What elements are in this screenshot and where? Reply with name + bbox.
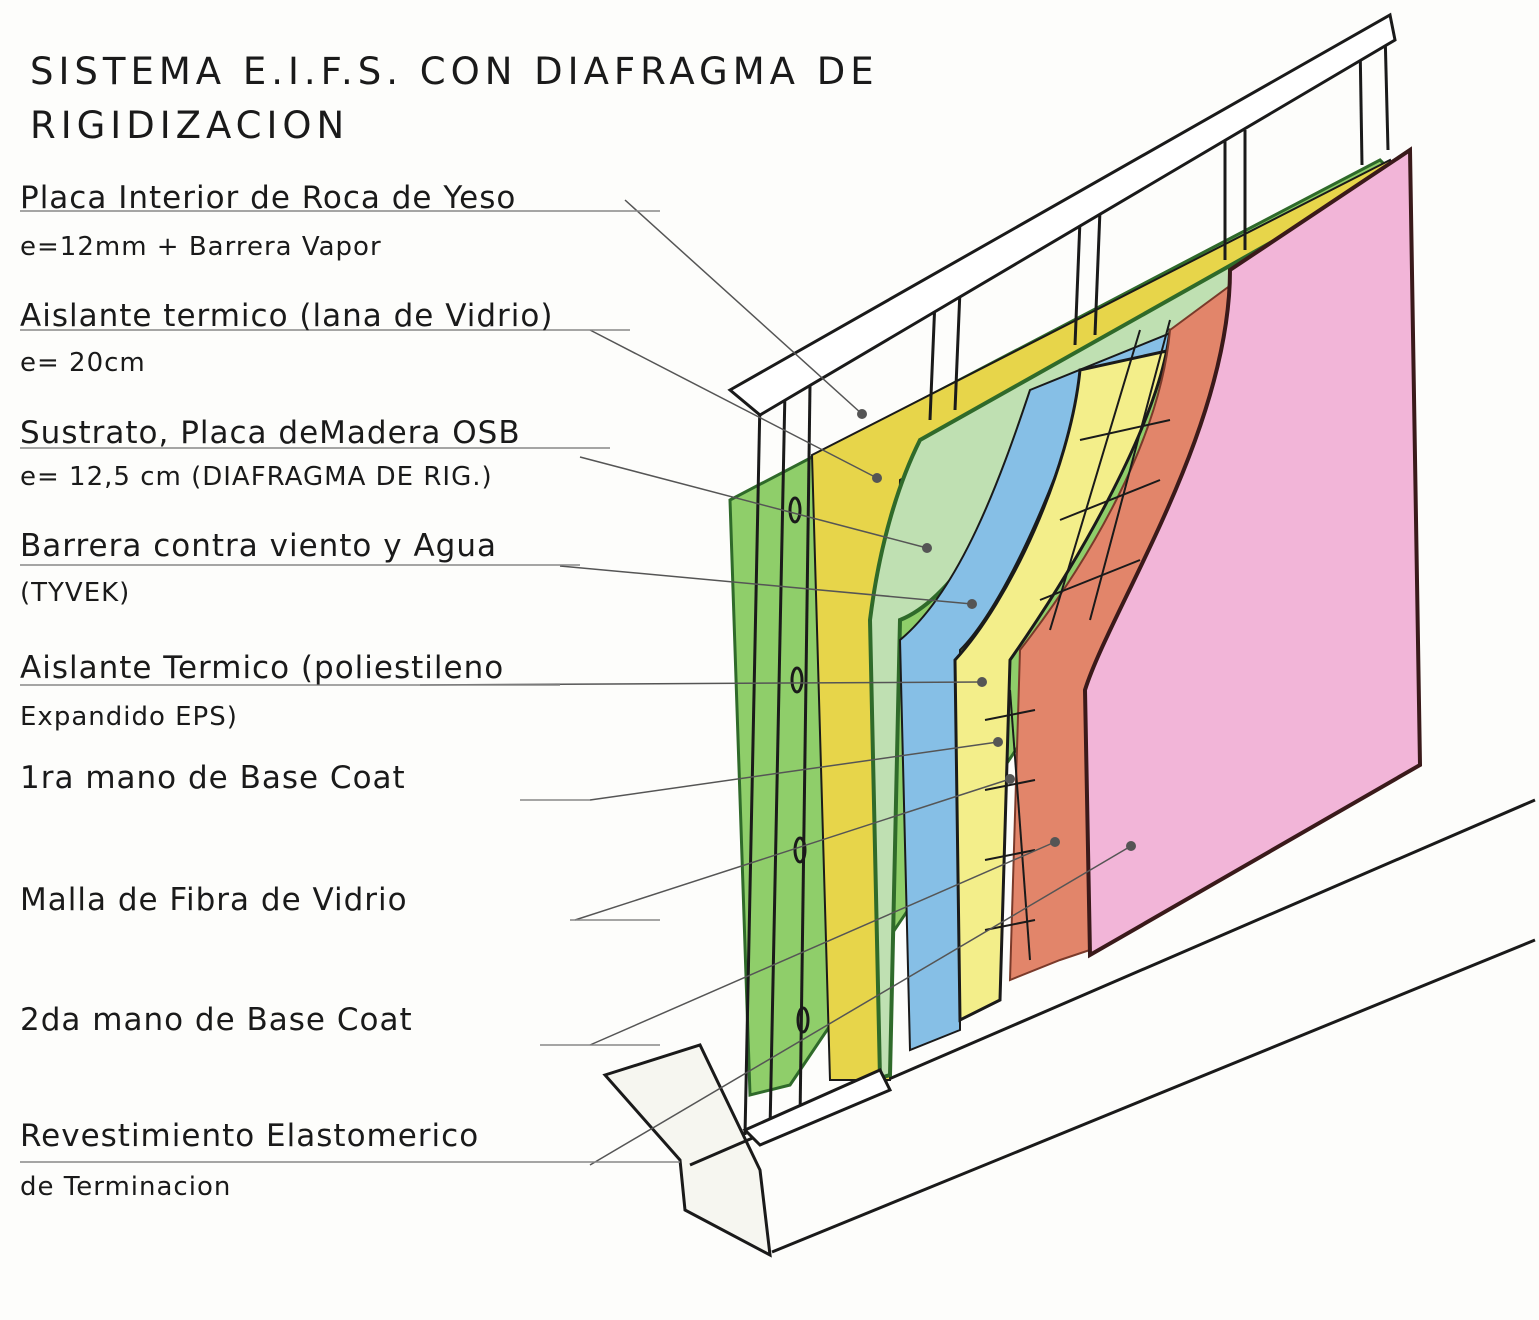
layer-label-5-line-2: Expandido EPS) <box>20 702 238 732</box>
layer-label-4-line-1: Barrera contra viento y Agua <box>20 528 497 564</box>
leader-dot-8 <box>1050 837 1060 847</box>
diagram-title-line-2: RIGIDIZACION <box>30 104 350 147</box>
leader-dot-9 <box>1126 841 1136 851</box>
bottom-track <box>742 1068 893 1147</box>
base-ledge <box>602 1043 772 1258</box>
layer-label-3-line-1: Sustrato, Placa deMadera OSB <box>20 415 521 451</box>
fiberglass-mesh <box>984 319 1171 961</box>
leader-line-6 <box>589 741 999 801</box>
leader-line-2 <box>589 329 878 479</box>
label-underlines <box>20 210 680 1163</box>
eps-insulation-layer <box>953 298 1402 1023</box>
layer-label-2-line-2: e= 20cm <box>20 348 146 378</box>
layer-label-5-line-1: Aislante Termico (poliestileno <box>20 650 505 686</box>
leader-line-8 <box>589 841 1056 1046</box>
leader-dot-4 <box>967 599 977 609</box>
diagram-title-line-1: SISTEMA E.I.F.S. CON DIAFRAGMA DE <box>30 50 879 93</box>
layer-label-1-line-1: Placa Interior de Roca de Yeso <box>20 180 517 216</box>
layer-label-9-line-1: Revestimiento Elastomerico <box>20 1118 480 1154</box>
leader-line-3 <box>579 456 928 549</box>
leader-line-4 <box>559 565 973 605</box>
leader-dot-6 <box>993 737 1003 747</box>
stud-holes <box>788 496 810 1034</box>
layer-label-9-line-2: de Terminacion <box>20 1172 232 1202</box>
wall-illustration <box>602 12 1536 1258</box>
layer-label-4-line-2: (TYVEK) <box>20 578 131 608</box>
leader-dot-7 <box>1005 774 1015 784</box>
layer-label-2-line-1: Aislante termico (lana de Vidrio) <box>20 298 554 334</box>
leader-dot-2 <box>872 473 882 483</box>
top-track <box>727 12 1397 417</box>
glass-wool-layer <box>810 158 1407 1081</box>
elastomeric-finish-layer <box>1082 146 1423 959</box>
base-ledge-bottom-line <box>771 938 1536 1254</box>
leader-dot-1 <box>857 409 867 419</box>
leader-dot-5 <box>977 677 987 687</box>
leader-line-7 <box>574 778 1011 921</box>
leader-line-1 <box>624 199 863 415</box>
leader-dot-3 <box>922 543 932 553</box>
layer-label-8-line-1: 2da mano de Base Coat <box>20 1002 413 1038</box>
layer-label-7-line-1: Malla de Fibra de Vidrio <box>20 882 408 918</box>
layer-label-3-line-2: e= 12,5 cm (DIAFRAGMA DE RIG.) <box>20 462 493 492</box>
layer-label-6-line-1: 1ra mano de Base Coat <box>20 760 406 796</box>
layer-label-1-line-2: e=12mm + Barrera Vapor <box>20 232 382 262</box>
leader-line-9 <box>589 845 1132 1166</box>
steel-studs <box>743 29 1390 1136</box>
